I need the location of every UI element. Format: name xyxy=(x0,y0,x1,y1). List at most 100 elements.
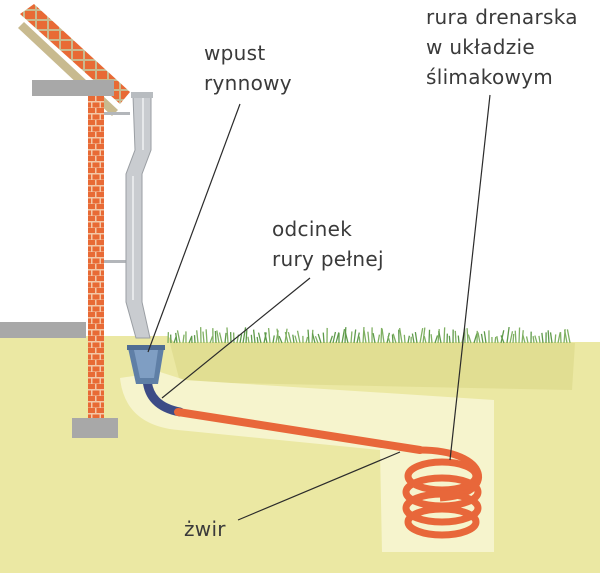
grass-blade xyxy=(175,332,178,344)
grass-blade xyxy=(434,335,439,344)
grass-blade xyxy=(247,336,250,344)
grass-blade xyxy=(538,335,541,344)
grass-blade xyxy=(398,327,403,344)
grass-blade xyxy=(443,327,446,344)
grass-blade xyxy=(250,334,253,344)
grass-blade xyxy=(329,335,334,344)
grass-blade xyxy=(272,335,275,344)
grass-blade xyxy=(512,333,515,344)
grass-blade xyxy=(534,335,538,344)
grass-blade xyxy=(256,336,259,344)
grass-blade xyxy=(372,332,376,344)
foundation xyxy=(72,418,118,438)
grass-blade xyxy=(202,331,205,344)
grass-blade xyxy=(363,330,367,344)
grass-blade xyxy=(176,330,181,344)
grass-blade xyxy=(305,336,309,344)
grass-blade xyxy=(514,330,517,344)
grass-blade xyxy=(557,332,561,344)
grass-blade xyxy=(391,334,394,344)
grass-blade xyxy=(525,336,529,344)
grass-blade xyxy=(554,334,557,344)
grass-blade xyxy=(294,335,298,344)
pipe-bracket xyxy=(104,260,126,263)
grass xyxy=(167,326,571,344)
grass-blade xyxy=(473,333,478,344)
grass-blade xyxy=(226,327,229,344)
grass-blade xyxy=(547,330,550,344)
grass-blade xyxy=(407,335,411,344)
grass-blade xyxy=(566,329,571,344)
grass-blade xyxy=(549,332,553,344)
grass-blade xyxy=(344,332,349,344)
grass-blade xyxy=(216,330,220,344)
soil-surface xyxy=(168,336,575,390)
grass-blade xyxy=(518,327,521,344)
grass-blade xyxy=(367,331,370,344)
grass-blade xyxy=(480,333,484,344)
grass-blade xyxy=(314,335,319,344)
grass-blade xyxy=(218,332,223,344)
drain-pipe xyxy=(174,408,424,454)
drain-coil xyxy=(402,446,483,539)
grass-blade xyxy=(263,332,267,344)
grass-blade xyxy=(267,327,271,344)
grass-blade xyxy=(522,334,526,344)
grass-blade xyxy=(335,332,340,344)
grass-blade xyxy=(322,332,325,344)
grass-blade xyxy=(532,336,535,344)
grass-blade xyxy=(332,331,337,344)
label-inlet: wpust rynnowy xyxy=(204,41,292,95)
grass-blade xyxy=(317,333,322,344)
grass-blade xyxy=(353,329,357,344)
grass-blade xyxy=(311,333,316,344)
leader-drain xyxy=(449,94,491,461)
grass-blade xyxy=(500,330,505,344)
grass-blade xyxy=(483,331,487,344)
grass-blade xyxy=(377,334,381,344)
grass-blade xyxy=(454,330,457,344)
grass-blade xyxy=(307,329,310,344)
grass-blade xyxy=(541,332,544,344)
grass-blade xyxy=(448,335,451,344)
grass-blade xyxy=(358,336,361,344)
grass-blade xyxy=(214,330,217,344)
grass-blade xyxy=(494,336,497,344)
grass-blade xyxy=(296,330,301,344)
grass-blade xyxy=(341,329,346,344)
grass-blade xyxy=(380,327,383,344)
grass-blade xyxy=(381,328,385,344)
grass-blade xyxy=(411,333,415,344)
grass-blade xyxy=(350,331,353,344)
label-solid-pipe: odcinek rury pełnej xyxy=(272,217,384,271)
grass-blade xyxy=(362,327,365,344)
grass-blade xyxy=(500,335,505,344)
leader-gravel xyxy=(237,451,401,521)
grass-blade xyxy=(264,332,268,344)
gutter-inlet xyxy=(127,345,165,384)
grass-blade xyxy=(477,332,481,344)
leader-solid-pipe xyxy=(161,277,311,399)
grass-blade xyxy=(563,329,568,344)
grass-blade xyxy=(209,335,214,344)
grass-blade xyxy=(276,328,280,344)
grass-blade xyxy=(224,332,227,344)
grass-blade xyxy=(496,336,499,344)
grass-blade xyxy=(182,334,185,344)
brick-wall xyxy=(88,96,104,418)
grass-blade xyxy=(205,329,208,344)
grass-blade xyxy=(392,333,397,344)
grass-blade xyxy=(196,330,199,344)
grass-blade xyxy=(311,329,314,344)
grass-blade xyxy=(239,334,243,344)
grass-blade xyxy=(242,327,247,344)
grass-blade xyxy=(257,332,262,344)
label-gravel: żwir xyxy=(184,517,226,541)
grass-blade xyxy=(252,329,256,344)
grass-blade xyxy=(457,335,460,344)
grass-blade xyxy=(466,328,469,344)
grass-blade xyxy=(414,331,418,344)
leader-inlet xyxy=(147,103,241,353)
grass-blade xyxy=(292,334,295,344)
